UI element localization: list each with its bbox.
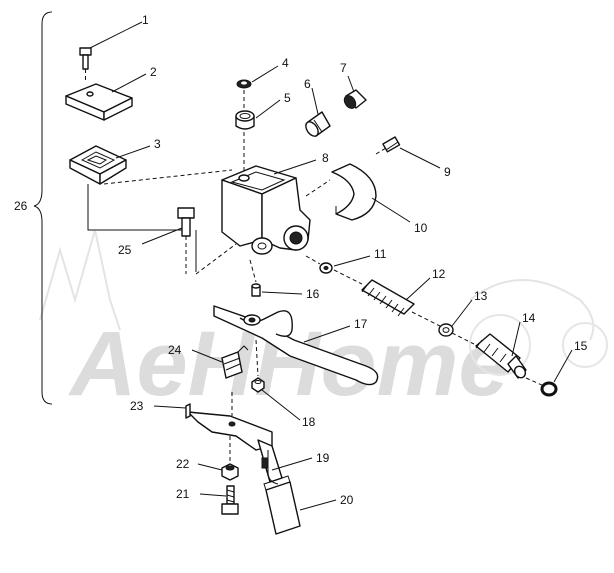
callout-4: 4	[282, 56, 289, 70]
part-13-washer	[438, 323, 454, 337]
callout-14: 14	[522, 311, 536, 325]
part-14-piston-assembly	[475, 333, 527, 379]
part-19-switch	[261, 450, 279, 485]
part-20-plate	[263, 475, 301, 535]
part-1-screw	[79, 47, 92, 80]
callout-19: 19	[316, 451, 330, 465]
callout-2: 2	[150, 65, 157, 79]
callout-1: 1	[142, 13, 149, 27]
callout-12: 12	[432, 267, 446, 281]
part-2-cover	[65, 83, 133, 121]
part-8-master-cylinder	[221, 165, 311, 255]
part-11-washer	[319, 262, 333, 274]
part-6-piston	[305, 111, 331, 137]
callout-8: 8	[322, 151, 329, 165]
part-3-diaphragm	[69, 145, 127, 185]
callout-22: 22	[176, 457, 190, 471]
callout-18: 18	[302, 415, 316, 429]
leader-lines	[89, 21, 573, 511]
part-21-bolt	[221, 485, 239, 515]
part-4-oring	[236, 79, 252, 89]
callout-6: 6	[304, 77, 311, 91]
part-25-pivot-bolt	[177, 207, 195, 274]
part-9-screw	[375, 136, 401, 155]
callout-24: 24	[168, 343, 182, 357]
callout-17: 17	[354, 317, 368, 331]
part-24-spring	[221, 345, 249, 379]
callout-11: 11	[374, 247, 387, 261]
callout-16: 16	[306, 287, 320, 301]
callout-25: 25	[118, 243, 132, 257]
part-15-seal	[540, 381, 558, 397]
assembly-bracket	[33, 11, 53, 405]
callout-10: 10	[414, 221, 428, 235]
callout-20: 20	[340, 493, 354, 507]
callout-7: 7	[340, 61, 347, 75]
part-17-lever	[213, 305, 379, 386]
callout-23: 23	[130, 399, 144, 413]
callout-labels: 1 2 3 4 5 6 7 8 9 10 11 12 13 14 15 16 1…	[14, 13, 588, 507]
callout-26: 26	[14, 199, 28, 213]
callout-21: 21	[176, 487, 190, 501]
part-18-nut	[251, 377, 265, 393]
callout-13: 13	[474, 289, 488, 303]
callout-5: 5	[284, 91, 291, 105]
part-16-bushing	[251, 283, 261, 297]
part-5-sight-glass	[235, 110, 255, 130]
callout-3: 3	[154, 137, 161, 151]
part-12-spring	[361, 279, 415, 317]
callout-9: 9	[444, 165, 451, 179]
part-7-cap	[343, 89, 367, 109]
callout-15: 15	[574, 339, 588, 353]
part-10-clamp	[331, 163, 377, 221]
part-22-nut	[221, 463, 239, 481]
